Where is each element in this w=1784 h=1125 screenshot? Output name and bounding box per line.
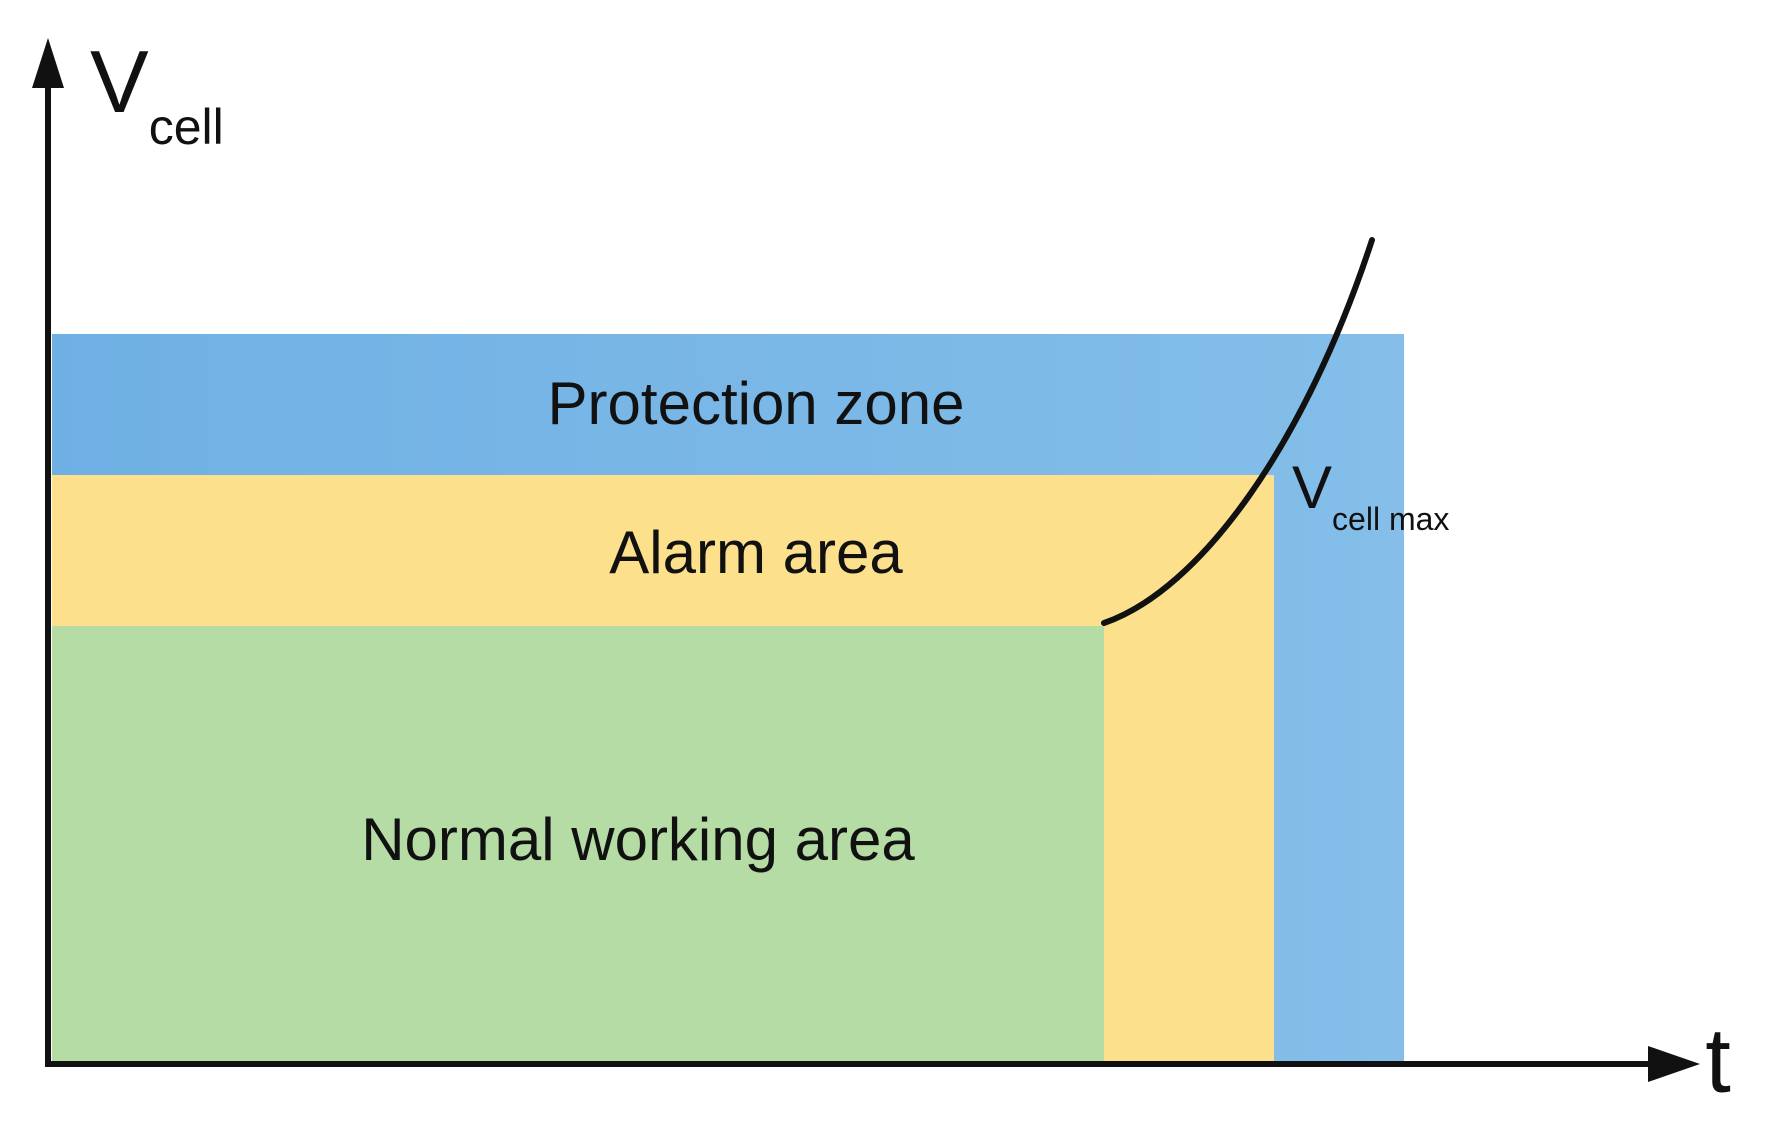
y-axis-subscript: cell <box>149 99 224 155</box>
vcell-max-subscript: cell max <box>1332 501 1449 537</box>
normal-working-area <box>52 626 1104 1064</box>
y-axis-label: Vcell <box>90 32 224 155</box>
normal-working-area-label: Normal working area <box>361 806 915 873</box>
y-axis-symbol: V <box>90 32 149 131</box>
y-axis-arrowhead <box>32 38 64 88</box>
x-axis-label: t <box>1705 1010 1731 1112</box>
x-axis-arrowhead <box>1648 1046 1700 1082</box>
protection-zone-label: Protection zone <box>548 370 965 437</box>
alarm-area-label: Alarm area <box>609 519 903 586</box>
vcell-max-label: Vcell max <box>1292 454 1449 537</box>
cell-voltage-curve <box>1101 237 1375 626</box>
vcell-max-symbol: V <box>1292 454 1332 521</box>
